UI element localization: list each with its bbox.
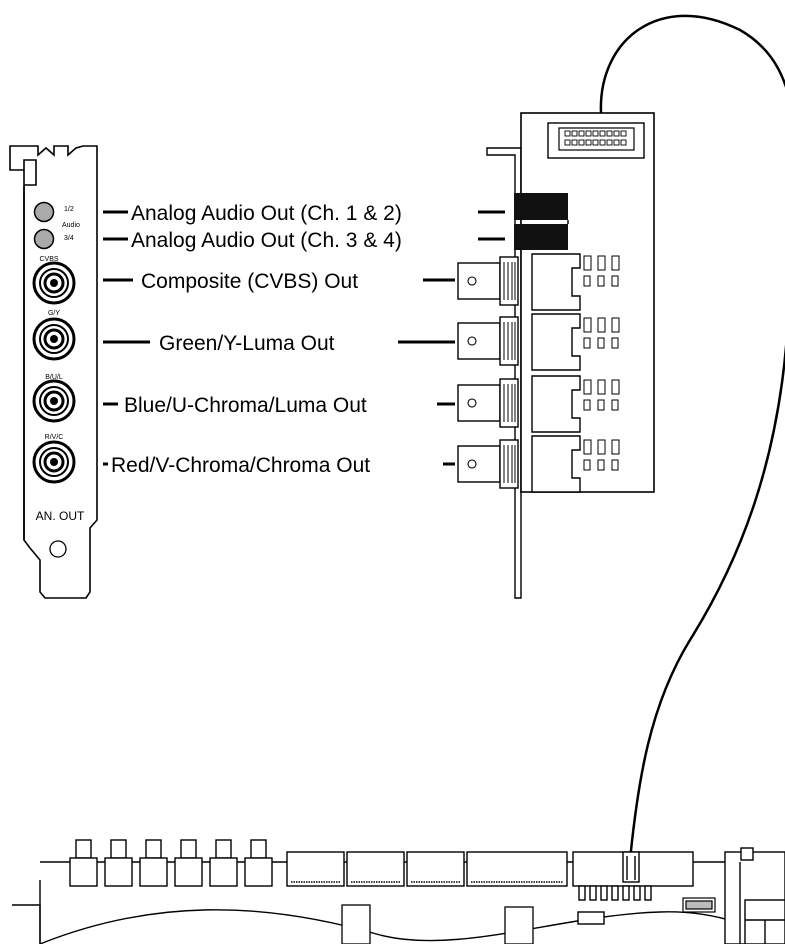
audio-jack-block-2	[514, 224, 568, 250]
bnc-side-3	[457, 375, 620, 433]
callout-green: Green/Y-Luma Out	[159, 332, 335, 355]
bnc-side-2	[457, 313, 620, 371]
bnc-cvbs[interactable]: CVBS	[32, 256, 76, 305]
audio-label-3-4: 3/4	[64, 235, 74, 242]
gy-label: G/Y	[48, 310, 60, 317]
ribbon-cable	[599, 14, 785, 861]
callouts: Analog Audio Out (Ch. 1 & 2) Analog Audi…	[103, 202, 505, 477]
callout-red: Red/V-Chroma/Chroma Out	[111, 454, 370, 477]
main-card-partial	[12, 839, 785, 944]
audio-jack-block-1	[514, 193, 568, 220]
bul-label: B/U/L	[45, 374, 63, 381]
bnc-bul[interactable]: B/U/L	[32, 374, 76, 423]
rvc-label: R/V/C	[45, 434, 64, 441]
small-chip	[682, 897, 716, 913]
audio-label-text: Audio	[62, 222, 80, 229]
main-bnc-row	[69, 839, 273, 887]
bnc-side-4	[457, 435, 620, 493]
audio-jack-3-4[interactable]	[33, 228, 55, 250]
analog-output-bracket: 1/2 Audio 3/4 CVBS G/Y B/U/L R/V/C	[9, 145, 98, 599]
bnc-gy[interactable]: G/Y	[32, 310, 76, 361]
main-ribbon-header	[572, 851, 694, 925]
bracket-outline	[9, 145, 98, 599]
bracket-footer-label: AN. OUT	[36, 509, 85, 523]
audio-jack-1-2[interactable]	[33, 201, 55, 223]
audio-label-1-2: 1/2	[64, 206, 74, 213]
callout-audio-3-4: Analog Audio Out (Ch. 3 & 4)	[131, 229, 402, 252]
cvbs-label: CVBS	[39, 256, 58, 263]
bracket-screw-hole	[49, 540, 67, 558]
callout-composite: Composite (CVBS) Out	[141, 270, 358, 293]
power-connector	[724, 847, 785, 944]
breakout-card-side-view	[457, 112, 655, 599]
callout-audio-1-2: Analog Audio Out (Ch. 1 & 2)	[131, 202, 402, 225]
bnc-side-1	[457, 253, 620, 311]
callout-blue: Blue/U-Chroma/Luma Out	[124, 394, 367, 417]
main-connectors	[286, 851, 568, 887]
bnc-rvc[interactable]: R/V/C	[32, 434, 76, 484]
